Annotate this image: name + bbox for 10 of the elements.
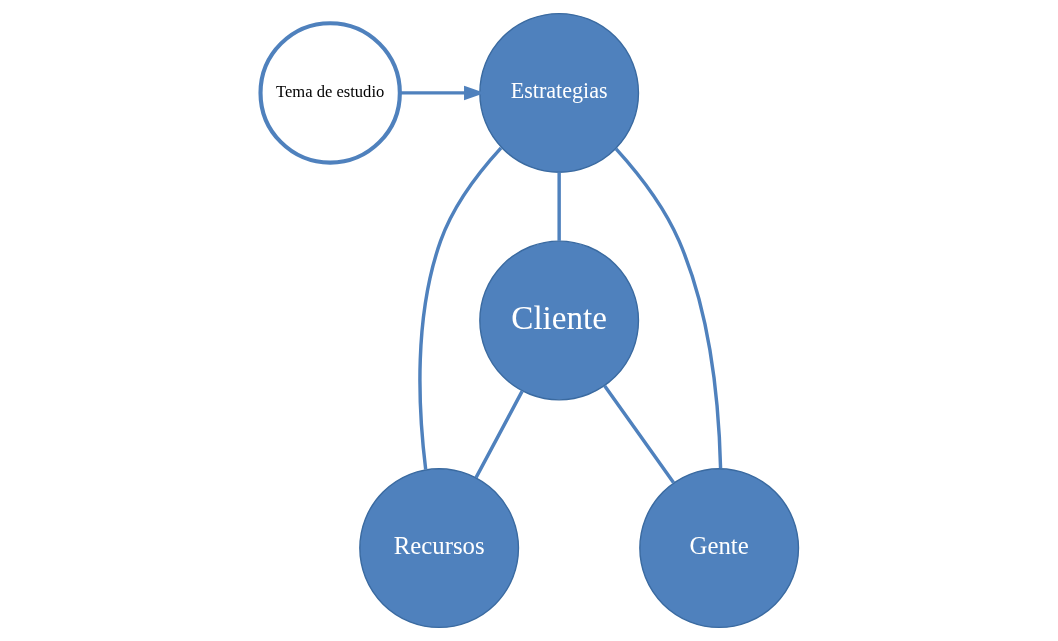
connector xyxy=(614,147,722,469)
node-circle: Estrategias xyxy=(478,12,639,173)
node-circle: Tema de estudio xyxy=(257,21,402,165)
node-circle: Gente xyxy=(638,468,799,629)
node-circle: Cliente xyxy=(478,240,639,401)
connector xyxy=(602,384,675,484)
connector xyxy=(417,146,502,470)
connector xyxy=(474,390,524,479)
node-circle: Recursos xyxy=(358,468,519,629)
connector xyxy=(556,172,561,241)
